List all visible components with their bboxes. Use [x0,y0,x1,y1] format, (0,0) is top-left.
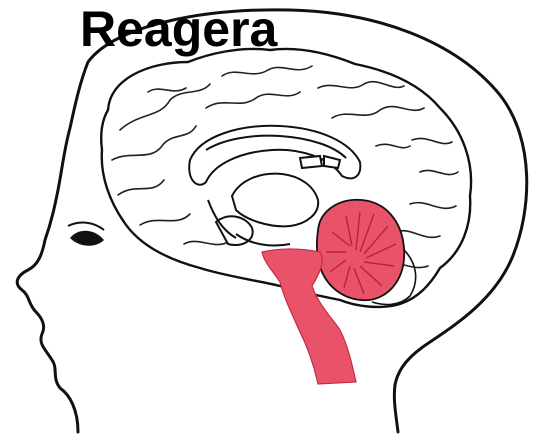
eye [70,231,104,246]
cerebellum [317,200,404,300]
eyebrow [68,223,104,230]
diagram-title: Reagera [80,4,277,54]
